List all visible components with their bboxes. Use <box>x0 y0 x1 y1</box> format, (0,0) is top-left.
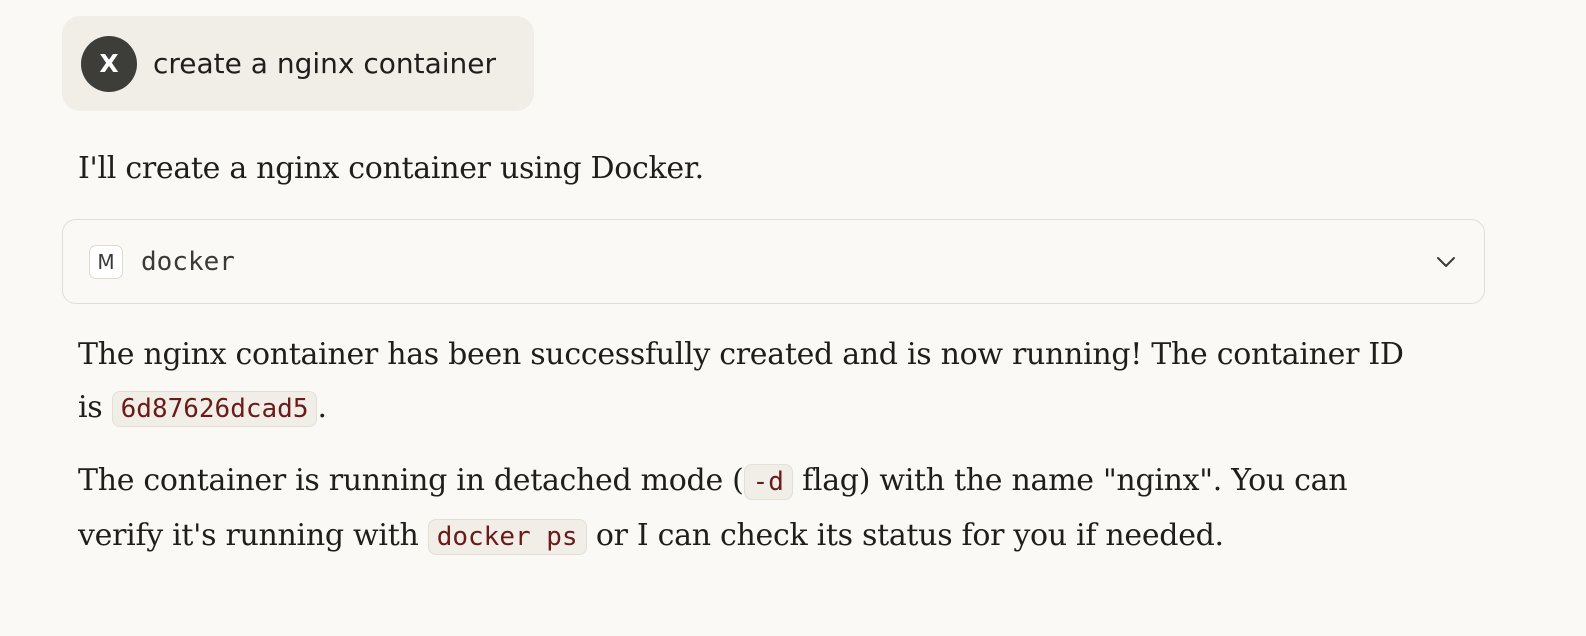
result-text: The nginx container has been successfull… <box>78 337 1404 425</box>
detail-text-1: The container is running in detached mod… <box>78 463 744 498</box>
chevron-down-icon[interactable] <box>1434 250 1458 274</box>
assistant-detail-paragraph: The container is running in detached mod… <box>78 454 1418 564</box>
detail-text-2: flag) with the name "nginx". You can ver… <box>78 463 1348 553</box>
tool-badge: M <box>89 244 123 279</box>
command-code: docker ps <box>427 519 587 555</box>
assistant-result-paragraph: The nginx container has been successfull… <box>78 328 1418 436</box>
user-message-text: create a nginx container <box>153 47 497 80</box>
result-text-end: . <box>317 390 327 425</box>
detail-text-3: or I can check its status for you if nee… <box>586 518 1224 553</box>
tool-call-card[interactable]: M docker <box>62 219 1485 304</box>
user-message-bubble: X create a nginx container <box>62 16 534 111</box>
container-id-code: 6d87626dcad5 <box>111 391 318 427</box>
flag-code: -d <box>743 464 793 500</box>
assistant-intro-text: I'll create a nginx container using Dock… <box>78 151 704 186</box>
user-avatar: X <box>81 35 137 92</box>
tool-name: docker <box>141 246 235 277</box>
